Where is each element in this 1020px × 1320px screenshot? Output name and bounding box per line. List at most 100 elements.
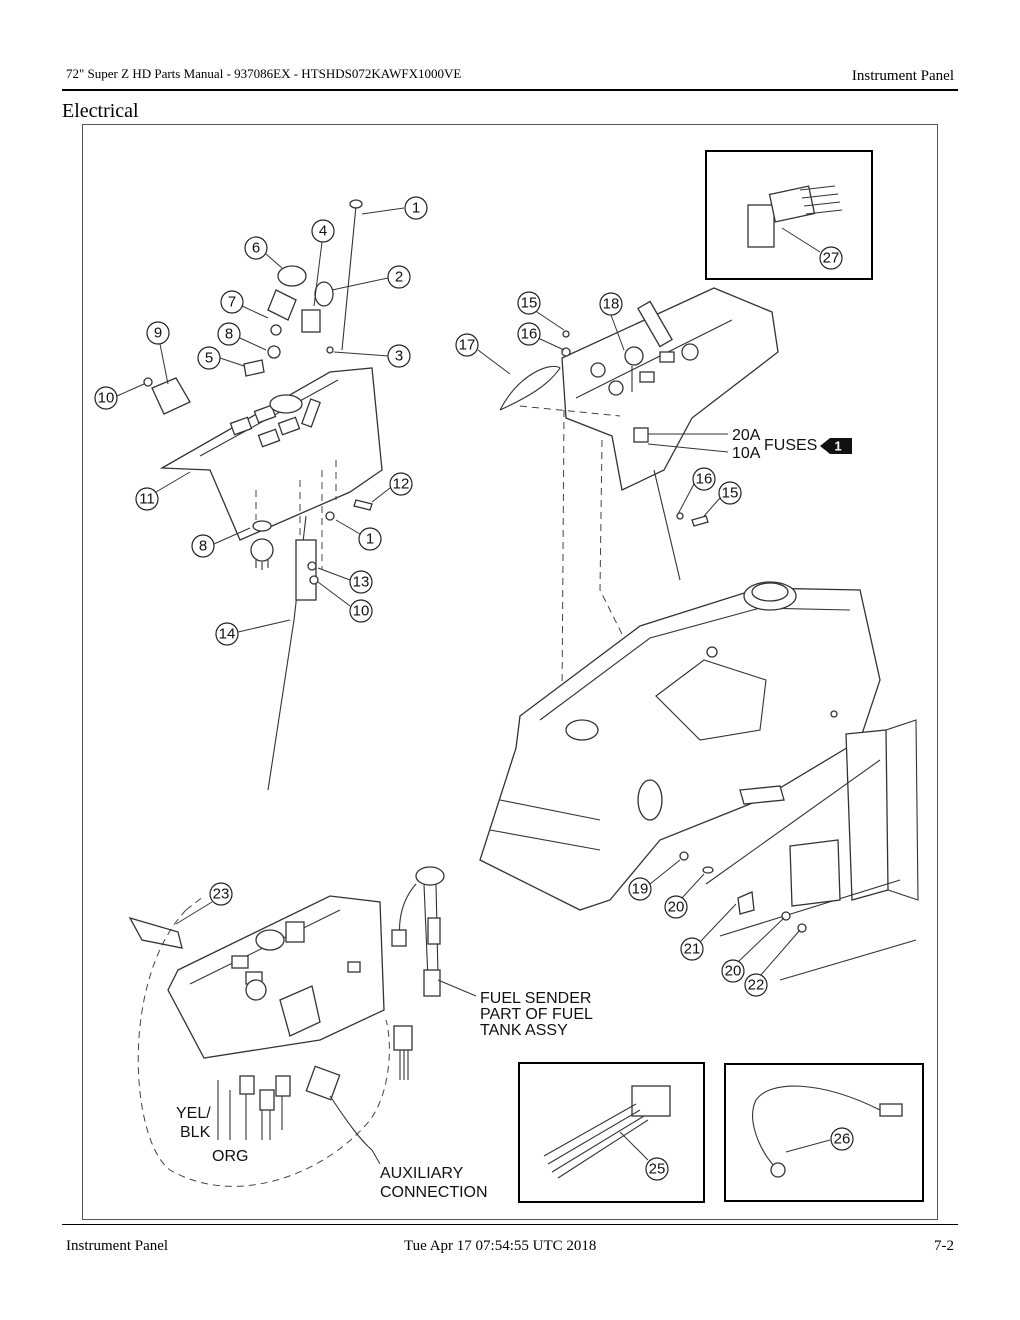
- wire-yel-label-2: BLK: [180, 1124, 211, 1141]
- svg-text:10: 10: [353, 603, 370, 620]
- svg-text:4: 4: [319, 223, 327, 240]
- callout-26: 26: [830, 1127, 854, 1151]
- callout-14: 14: [215, 619, 291, 646]
- svg-text:5: 5: [205, 350, 213, 367]
- fuel-sender-label-3: TANK ASSY: [480, 1022, 568, 1039]
- footer-section-name: Instrument Panel: [66, 1238, 169, 1254]
- fuse-20a-label: 20A: [732, 427, 761, 444]
- svg-text:8: 8: [199, 538, 207, 555]
- fuses-ref-number: 1: [834, 439, 841, 454]
- footer-rule: [62, 1224, 958, 1225]
- callout-1-mid: 1: [335, 519, 382, 551]
- fuse-10a-leader: [647, 443, 729, 453]
- callout-3: 3: [333, 344, 411, 368]
- callout-20-top: 20: [664, 873, 705, 919]
- callout-16-top: 16: [517, 322, 565, 351]
- svg-text:27: 27: [823, 250, 840, 267]
- callout-13: 13: [317, 567, 373, 594]
- inset-box-25: [518, 1062, 705, 1203]
- diagram-frame: [82, 124, 938, 1220]
- fuel-tank-assembly: [479, 581, 919, 981]
- callout-22: 22: [744, 929, 801, 997]
- callout-4: 4: [311, 219, 335, 307]
- inset-box-26: [724, 1063, 924, 1202]
- callout-19: 19: [628, 859, 681, 901]
- callout-25: 25: [645, 1157, 669, 1181]
- svg-text:17: 17: [459, 337, 476, 354]
- aux-label-1: AUXILIARY: [380, 1165, 464, 1182]
- aux-label-2: CONNECTION: [380, 1184, 488, 1201]
- svg-text:14: 14: [219, 626, 236, 643]
- callout-15-top: 15: [517, 291, 565, 331]
- svg-text:16: 16: [696, 471, 713, 488]
- svg-text:26: 26: [834, 1131, 851, 1148]
- svg-text:11: 11: [139, 491, 155, 508]
- callout-8-bottom: 8: [191, 527, 251, 558]
- callout-5: 5: [197, 346, 245, 370]
- page-number: 7-2: [934, 1238, 954, 1254]
- fuel-sender-label-2: PART OF FUEL: [480, 1006, 593, 1023]
- instrument-panel-11: [143, 199, 383, 541]
- callout-20-bottom: 20: [721, 917, 785, 983]
- svg-text:18: 18: [603, 296, 620, 313]
- svg-text:8: 8: [225, 326, 233, 343]
- svg-text:16: 16: [521, 326, 538, 343]
- inset-box-27: [705, 150, 873, 280]
- callout-12: 12: [371, 472, 413, 503]
- callout-7: 7: [220, 290, 269, 319]
- callout-8-top: 8: [217, 322, 267, 351]
- callout-11: 11: [135, 471, 191, 511]
- callout-1-top: 1: [361, 196, 428, 220]
- svg-text:10: 10: [98, 390, 115, 407]
- wire-yel-label-1: YEL/: [176, 1105, 211, 1122]
- fuel-sender-label-1: FUEL SENDER: [480, 990, 591, 1007]
- fuses-ref-tag: [820, 438, 852, 454]
- callout-9: 9: [146, 321, 170, 385]
- callout-10-left: 10: [94, 383, 145, 410]
- fuel-sender-drawing: [391, 866, 477, 1080]
- callout-6: 6: [244, 236, 283, 269]
- lower-left-parts: [250, 460, 373, 791]
- svg-text:13: 13: [353, 574, 370, 591]
- callout-2: 2: [331, 265, 411, 291]
- svg-text:9: 9: [154, 325, 162, 342]
- svg-text:15: 15: [521, 295, 538, 312]
- callout-27: 27: [819, 246, 843, 270]
- svg-text:20: 20: [668, 899, 685, 916]
- callout-23: 23: [175, 882, 233, 925]
- fuse-10a-label: 10A: [732, 445, 761, 462]
- header-section-name: Instrument Panel: [851, 68, 954, 84]
- svg-text:3: 3: [395, 348, 403, 365]
- callout-16-bottom: 16: [677, 467, 716, 515]
- harness-25-drawing: [543, 1085, 671, 1179]
- svg-text:7: 7: [228, 294, 236, 311]
- manual-title: 72" Super Z HD Parts Manual - 937086EX -…: [66, 66, 462, 81]
- svg-text:20: 20: [725, 963, 742, 980]
- connector-27-drawing: [747, 185, 843, 253]
- svg-text:15: 15: [722, 485, 739, 502]
- svg-text:19: 19: [632, 881, 649, 898]
- svg-text:21: 21: [684, 941, 701, 958]
- svg-text:1: 1: [412, 200, 420, 217]
- callout-15-bottom: 15: [703, 481, 742, 517]
- svg-text:12: 12: [393, 476, 410, 493]
- alternate-panel-drawing: [128, 895, 390, 1187]
- fuses-label: FUSES: [764, 437, 817, 454]
- svg-text:2: 2: [395, 269, 403, 286]
- section-title: Electrical: [62, 100, 139, 122]
- cable-26-drawing: [752, 1085, 903, 1178]
- svg-text:22: 22: [748, 977, 765, 994]
- svg-text:6: 6: [252, 240, 260, 257]
- callout-10-mid: 10: [317, 581, 373, 623]
- callout-17: 17: [455, 333, 511, 375]
- callout-21: 21: [680, 903, 737, 961]
- svg-text:1: 1: [366, 531, 374, 548]
- wire-org-label: ORG: [212, 1148, 248, 1165]
- footer-timestamp: Tue Apr 17 07:54:55 UTC 2018: [404, 1238, 597, 1254]
- control-panel-18: [499, 287, 779, 790]
- callout-18: 18: [599, 292, 625, 351]
- header-rule: [62, 89, 958, 91]
- svg-text:23: 23: [213, 886, 230, 903]
- aux-leader: [371, 1149, 381, 1165]
